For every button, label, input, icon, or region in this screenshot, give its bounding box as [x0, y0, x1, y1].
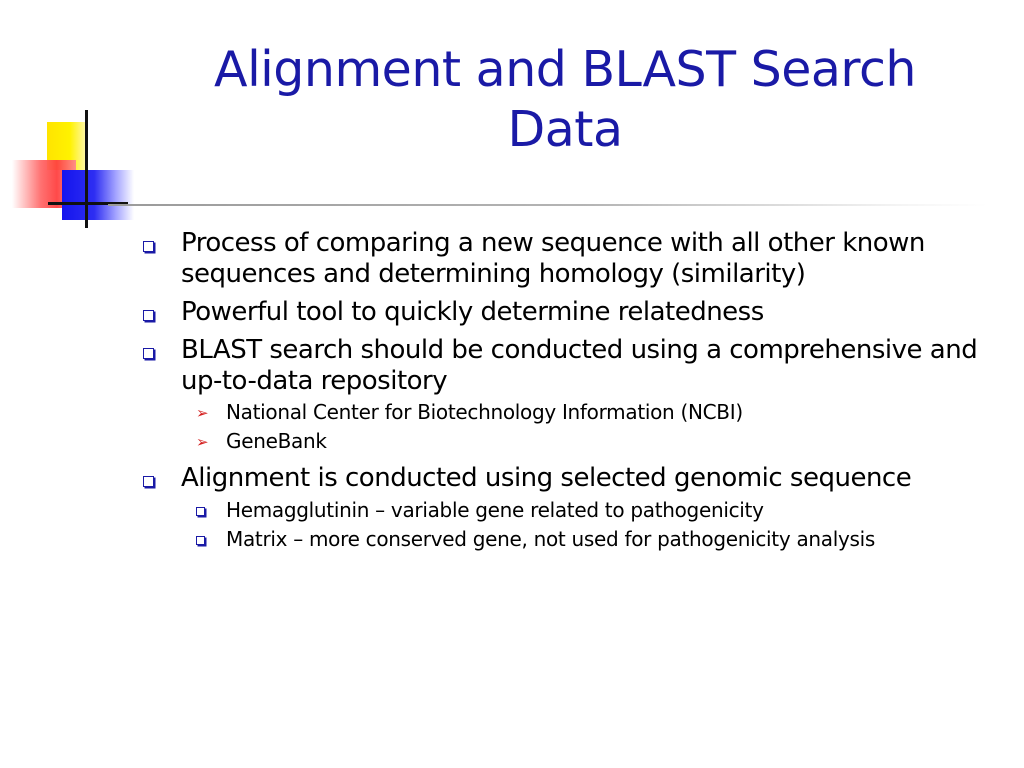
bullet-text: National Center for Biotechnology Inform…: [226, 400, 743, 424]
square-bullet-icon: [143, 476, 154, 487]
sub-bullet-item: Hemagglutinin – variable gene related to…: [140, 498, 1000, 522]
square-bullet-icon: [196, 507, 205, 516]
bullet-text: Powerful tool to quickly determine relat…: [181, 297, 764, 327]
square-bullet-icon: [196, 536, 205, 545]
bullet-item: BLAST search should be conducted using a…: [140, 335, 1000, 397]
bullet-text: Alignment is conducted using selected ge…: [181, 463, 912, 493]
sub-bullet-item: ➢ National Center for Biotechnology Info…: [140, 400, 1000, 424]
bullet-text: GeneBank: [226, 429, 327, 453]
square-bullet-icon: [143, 241, 154, 252]
sub-bullet-item: ➢ GeneBank: [140, 429, 1000, 453]
vertical-line: [85, 110, 88, 228]
square-bullet-icon: [143, 310, 154, 321]
bullet-text: Matrix – more conserved gene, not used f…: [226, 527, 876, 551]
slide-title: Alignment and BLAST Search Data: [214, 41, 916, 158]
arrow-bullet-icon: ➢: [196, 433, 209, 451]
arrow-bullet-icon: ➢: [196, 404, 209, 422]
bullet-item: Powerful tool to quickly determine relat…: [140, 297, 1000, 328]
horizontal-line: [48, 202, 128, 205]
bullet-item: Alignment is conducted using selected ge…: [140, 463, 1000, 494]
bullet-item: Process of comparing a new sequence with…: [140, 228, 1000, 290]
bullet-text: Hemagglutinin – variable gene related to…: [226, 498, 764, 522]
decorative-squares-logo: [0, 100, 160, 240]
sub-bullet-item: Matrix – more conserved gene, not used f…: [140, 527, 1000, 551]
square-bullet-icon: [143, 348, 154, 359]
bullet-text: BLAST search should be conducted using a…: [181, 335, 978, 396]
bullet-list: Process of comparing a new sequence with…: [140, 228, 1000, 556]
blue-square: [62, 170, 134, 220]
title-divider: [108, 204, 988, 206]
bullet-text: Process of comparing a new sequence with…: [181, 228, 925, 289]
